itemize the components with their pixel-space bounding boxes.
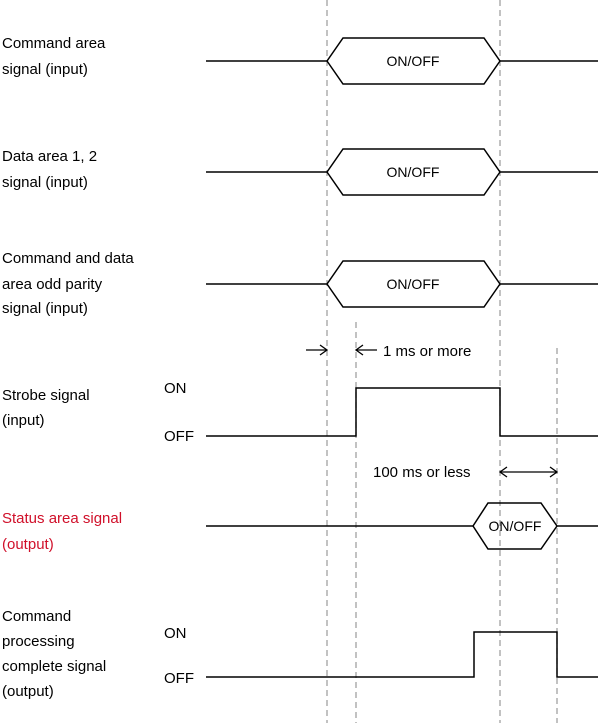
command-area-waveform-bottom — [326, 60, 501, 85]
complete-signal: Command processing complete signal (outp… — [2, 608, 598, 700]
status-waveform-top — [206, 502, 598, 527]
min-interval-annotation: 1 ms or more — [306, 343, 471, 360]
strobe-on-level-label: ON — [164, 380, 187, 397]
data-area-waveform-top — [206, 148, 598, 173]
complete-on-level-label: ON — [164, 625, 187, 642]
complete-label: Command processing complete signal (outp… — [2, 608, 110, 700]
data-area-waveform-bottom — [326, 171, 501, 196]
command-area-box-text: ON/OFF — [387, 53, 440, 69]
status-box-text: ON/OFF — [489, 518, 542, 534]
strobe-signal: Strobe signal (input) ON OFF — [2, 380, 598, 445]
status-waveform-bottom — [472, 525, 558, 550]
parity-label: Command and data area odd parity signal … — [2, 250, 138, 317]
strobe-label: Strobe signal (input) — [2, 387, 94, 429]
max-interval-arrow-right-head — [549, 466, 559, 478]
data-area-label: Data area 1, 2 signal (input) — [2, 148, 101, 191]
max-interval-text: 100 ms or less — [373, 464, 471, 481]
data-area-box-text: ON/OFF — [387, 164, 440, 180]
strobe-off-level-label: OFF — [164, 428, 194, 445]
complete-waveform — [206, 631, 598, 678]
min-interval-arrow-left-head — [319, 344, 329, 356]
max-interval-annotation: 100 ms or less — [373, 464, 559, 481]
complete-off-level-label: OFF — [164, 670, 194, 687]
status-label: Status area signal (output) — [2, 510, 126, 553]
min-interval-text: 1 ms or more — [383, 343, 471, 360]
max-interval-arrow-left-head — [498, 466, 508, 478]
command-area-label: Command area signal (input) — [2, 35, 110, 78]
data-area-signal: Data area 1, 2 signal (input) ON/OFF — [2, 148, 598, 196]
command-area-waveform-top — [206, 37, 598, 62]
parity-waveform-top — [206, 260, 598, 285]
command-area-signal: Command area signal (input) ON/OFF — [2, 35, 598, 85]
parity-signal: Command and data area odd parity signal … — [2, 250, 598, 317]
parity-waveform-bottom — [326, 283, 501, 308]
min-interval-arrow-right-head — [354, 344, 364, 356]
parity-box-text: ON/OFF — [387, 276, 440, 292]
strobe-waveform — [206, 387, 598, 437]
status-signal: Status area signal (output) ON/OFF — [2, 502, 598, 553]
